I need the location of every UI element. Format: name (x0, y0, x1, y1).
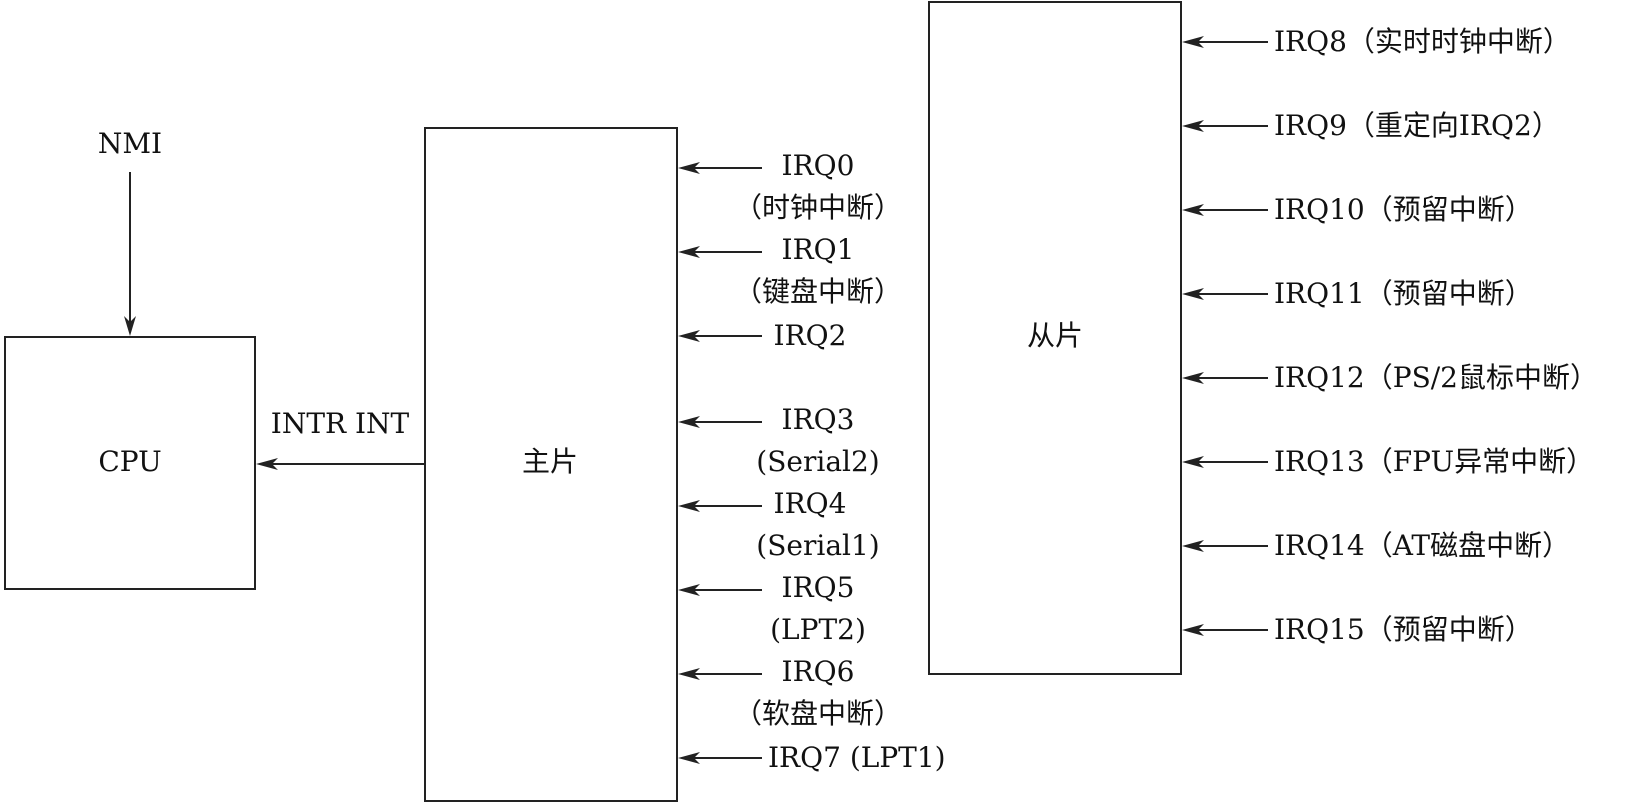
irq5-name: IRQ5 (781, 571, 855, 604)
intr-int-label: INTR INT (270, 407, 410, 440)
irq14-arrowhead (1182, 540, 1204, 552)
irq6-arrowhead (678, 668, 700, 680)
irq15-arrowhead (1182, 624, 1204, 636)
irq6-name: IRQ6 (781, 655, 855, 688)
irq5-arrowhead (678, 584, 700, 596)
irq11-arrowhead (1182, 288, 1204, 300)
irq6-desc: （软盘中断） (733, 697, 903, 730)
irq12-arrowhead (1182, 372, 1204, 384)
irq4-name: IRQ4 (773, 487, 847, 520)
irq13-arrowhead (1182, 456, 1204, 468)
irq0-desc: （时钟中断） (733, 191, 903, 224)
irq9-arrowhead (1182, 120, 1204, 132)
irq11-label: IRQ11（预留中断） (1274, 277, 1533, 310)
master-chip-label: 主片 (521, 445, 579, 478)
irq3-desc: (Serial2) (756, 445, 880, 478)
irq14-label: IRQ14（AT磁盘中断） (1274, 529, 1571, 562)
irq1-desc: （键盘中断） (733, 275, 903, 308)
irq7-name: IRQ7 (LPT1) (768, 741, 946, 774)
intr-arrowhead (256, 458, 278, 470)
irq10-arrowhead (1182, 204, 1204, 216)
irq8-arrowhead (1182, 36, 1204, 48)
master-chip-box (424, 127, 678, 802)
nmi-arrowhead (124, 316, 136, 336)
irq3-arrowhead (678, 416, 700, 428)
cpu-label: CPU (98, 445, 162, 478)
irq4-desc: (Serial1) (756, 529, 880, 562)
slave-chip-label: 从片 (1026, 319, 1084, 352)
slave-chip-box (928, 1, 1182, 675)
irq4-arrowhead (678, 500, 700, 512)
irq0-name: IRQ0 (781, 149, 855, 182)
irq10-label: IRQ10（预留中断） (1274, 193, 1533, 226)
irq3-name: IRQ3 (781, 403, 855, 436)
irq12-label: IRQ12（PS/2鼠标中断） (1274, 361, 1598, 394)
irq1-arrowhead (678, 246, 700, 258)
irq0-arrowhead (678, 162, 700, 174)
irq8-label: IRQ8（实时时钟中断） (1274, 25, 1571, 58)
irq7-arrowhead (678, 752, 700, 764)
irq1-name: IRQ1 (781, 233, 855, 266)
irq13-label: IRQ13（FPU异常中断） (1274, 445, 1595, 478)
cpu-box (4, 336, 256, 590)
nmi-label: NMI (97, 127, 163, 160)
irq9-label: IRQ9（重定向IRQ2） (1274, 109, 1560, 142)
irq5-desc: (LPT2) (770, 613, 866, 646)
irq15-label: IRQ15（预留中断） (1274, 613, 1533, 646)
irq2-arrowhead (678, 330, 700, 342)
irq2-name: IRQ2 (773, 319, 847, 352)
